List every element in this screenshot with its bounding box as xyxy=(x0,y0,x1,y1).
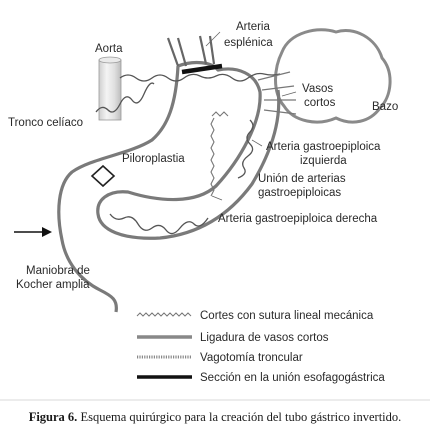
short-vessels xyxy=(257,71,297,115)
leader-lines xyxy=(205,31,297,201)
caption-text: Esquema quirúrgico para la creación del … xyxy=(77,410,402,424)
label-kocher-1: Maniobra de xyxy=(26,265,90,277)
legend-swatch-wavy xyxy=(136,312,192,317)
label-union-2: gastroepiploicas xyxy=(258,187,341,199)
label-spleen: Bazo xyxy=(372,101,398,113)
label-short-vessels-1: Vasos xyxy=(302,83,333,95)
label-union-1: Unión de arterias xyxy=(258,173,346,185)
label-kocher-2: Kocher amplia xyxy=(16,279,90,291)
label-splenic-artery-2: esplénica xyxy=(224,37,273,49)
duodenum-outline xyxy=(57,65,180,313)
splenic-artery xyxy=(119,72,281,82)
spleen-shape xyxy=(274,28,392,124)
label-celiac-trunk: Tronco celíaco xyxy=(8,117,83,129)
celiac-trunk xyxy=(95,82,155,113)
aorta-shape xyxy=(98,56,122,121)
stomach-outline xyxy=(96,60,281,240)
legend-label-1: Cortes con sutura lineal mecánica xyxy=(200,310,374,322)
figure-number: Figura 6. xyxy=(28,410,78,424)
label-pyloroplasty: Piloroplastia xyxy=(122,153,185,165)
stapled-cut-line xyxy=(210,111,229,197)
figure-caption: Figura 6. Esquema quirúrgico para la cre… xyxy=(0,410,430,425)
pyloroplasty-marker xyxy=(90,164,116,188)
kocher-arrow xyxy=(14,227,52,237)
legend-label-4: Sección en la unión esofagogástrica xyxy=(200,372,385,384)
label-right-gastroepiploic: Arteria gastroepiploica derecha xyxy=(218,213,378,225)
right-gastroepiploic-artery xyxy=(109,213,209,235)
label-left-gastroepiploic-1: Arteria gastroepiploica xyxy=(266,141,381,153)
label-left-gastroepiploic-2: izquierda xyxy=(300,155,347,167)
legend-label-3: Vagotomía troncular xyxy=(200,352,303,364)
label-aorta: Aorta xyxy=(95,43,123,55)
esophagus xyxy=(166,35,216,67)
label-splenic-artery-1: Arteria xyxy=(236,21,270,33)
label-short-vessels-2: cortos xyxy=(304,97,336,109)
legend: Cortes con sutura lineal mecánica Ligadu… xyxy=(136,310,385,384)
ge-junction-section xyxy=(181,63,223,75)
left-gastroepiploic-artery xyxy=(237,119,254,179)
legend-label-2: Ligadura de vasos cortos xyxy=(200,332,329,344)
